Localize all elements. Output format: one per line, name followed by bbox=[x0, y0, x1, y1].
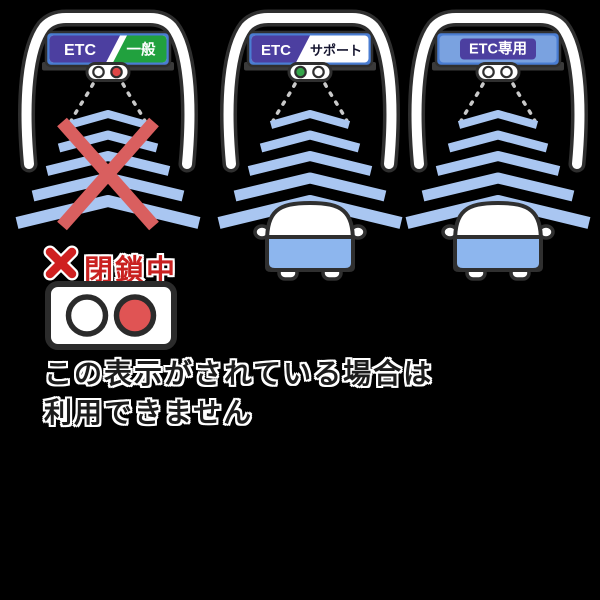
gate-arch bbox=[411, 13, 585, 169]
sign-general-segment bbox=[113, 35, 167, 63]
signal-display-right-light-red bbox=[113, 294, 157, 337]
gate-signal-lights bbox=[85, 62, 131, 82]
car bbox=[441, 201, 555, 281]
closed-signal-display bbox=[45, 281, 177, 350]
right-light bbox=[500, 65, 513, 79]
lane-sign-etc-support: ETC サポート bbox=[246, 30, 374, 68]
car-hood bbox=[265, 235, 355, 272]
left-light-green bbox=[294, 65, 307, 79]
car bbox=[253, 201, 367, 281]
sign-etc-label: ETC bbox=[261, 42, 291, 59]
signal-display-left-light bbox=[65, 294, 109, 337]
sign-etc-only-segment bbox=[460, 38, 536, 60]
caption-line-1: この表示がされている場合は bbox=[44, 358, 434, 389]
antenna-signal-dashes bbox=[69, 82, 147, 123]
closed-cross-icon bbox=[57, 117, 159, 231]
toll-gate-etc-support: ETC サポート bbox=[217, 9, 403, 281]
right-light-red bbox=[110, 65, 123, 79]
sign-etc-label: ETC bbox=[64, 42, 96, 59]
sign-etc-segment bbox=[251, 35, 310, 63]
left-light bbox=[482, 65, 495, 79]
closed-x-icon bbox=[43, 245, 79, 281]
gate-signal-lights bbox=[475, 62, 521, 82]
sign-support-label: サポート bbox=[310, 43, 362, 58]
right-light bbox=[312, 65, 325, 79]
toll-gate-etc-only: ETC専用 bbox=[405, 9, 591, 281]
car-hood bbox=[453, 235, 543, 272]
gate-arch bbox=[223, 13, 397, 169]
antenna-signal-dashes bbox=[459, 82, 537, 123]
lane-sign-etc-general: ETC 一般 bbox=[44, 30, 172, 68]
left-light bbox=[92, 65, 105, 79]
gate-arch bbox=[21, 13, 195, 169]
sign-etc-segment bbox=[49, 35, 120, 63]
lane-sign-etc-only: ETC専用 bbox=[434, 30, 562, 68]
caption-line-2: 利用できません bbox=[44, 397, 254, 428]
toll-gate-etc-general: ETC 一般 bbox=[15, 9, 201, 231]
gate-signal-lights bbox=[287, 62, 333, 82]
sign-general-label: 一般 bbox=[127, 41, 156, 59]
caption: この表示がされている場合は 利用できません bbox=[44, 354, 433, 432]
antenna-signal-dashes bbox=[271, 82, 349, 123]
sign-etc-only-label: ETC専用 bbox=[469, 40, 527, 58]
